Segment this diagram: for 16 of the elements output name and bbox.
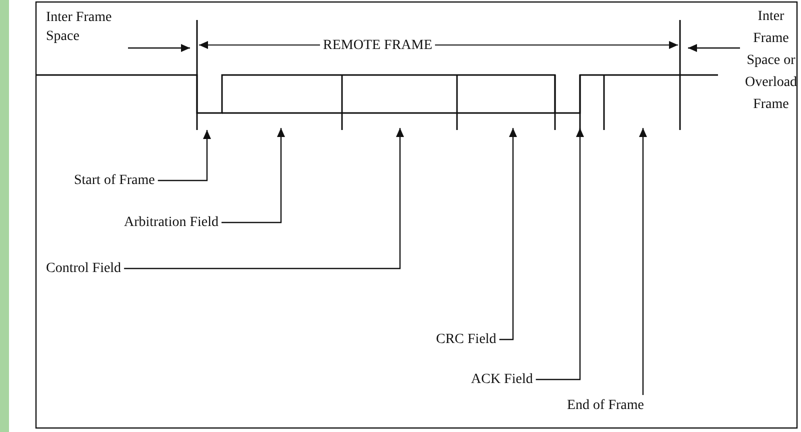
leader-line	[688, 44, 740, 52]
leader-line	[124, 128, 404, 270]
field-label: Control Field	[46, 259, 122, 278]
leader-line	[499, 128, 517, 340]
field-label: Inter Frame Space or Overload Frame	[742, 6, 800, 116]
field-label: CRC Field	[436, 330, 496, 349]
leader-line	[128, 44, 190, 52]
field-label: Inter Frame Space	[46, 8, 126, 46]
leader-line	[639, 128, 647, 395]
leader-line	[158, 130, 211, 182]
leader-line	[536, 128, 584, 380]
field-label: ACK Field	[471, 370, 533, 389]
leader-line	[222, 128, 285, 224]
field-label: Arbitration Field	[124, 213, 218, 232]
field-label: Start of Frame	[74, 171, 155, 190]
field-label: End of Frame	[567, 396, 644, 415]
